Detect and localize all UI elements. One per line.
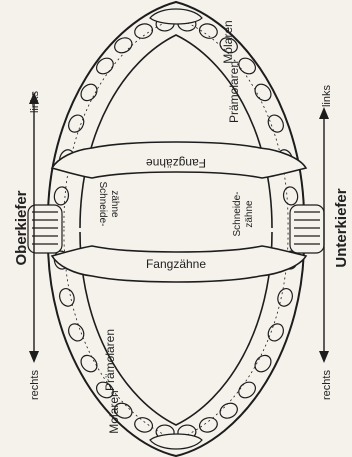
label-premolars-lower: Prämolaren bbox=[103, 329, 117, 391]
tooth-icon bbox=[53, 186, 70, 206]
label-molars-lower: Molaren bbox=[107, 390, 121, 433]
tooth-icon bbox=[282, 186, 299, 206]
tooth-icon bbox=[95, 57, 114, 75]
tooth-icon bbox=[277, 288, 293, 307]
canine-band-lower bbox=[50, 245, 308, 283]
tooth-icon bbox=[114, 37, 133, 54]
upper-jaw-right: rechts bbox=[29, 370, 41, 400]
molar-cap-upper bbox=[149, 8, 203, 25]
incisors-left bbox=[27, 204, 63, 254]
arrow-down-icon bbox=[319, 351, 329, 363]
upper-jaw-title: Oberkiefer bbox=[13, 190, 30, 265]
upper-jaw-left: links bbox=[29, 91, 41, 114]
tooth-icon bbox=[254, 354, 272, 373]
tooth-icon bbox=[95, 381, 114, 399]
label-premolars-upper: Prämolaren bbox=[227, 61, 241, 123]
lower-jaw-right: rechts bbox=[321, 370, 333, 400]
tooth-icon bbox=[267, 323, 284, 342]
arrow-up-icon bbox=[319, 107, 329, 119]
tooth-icon bbox=[198, 23, 218, 39]
tooth-icon bbox=[238, 57, 257, 75]
molar-cap-lower bbox=[149, 433, 203, 450]
canine-band-upper bbox=[50, 141, 308, 179]
upper-arch-outline bbox=[46, 0, 306, 229]
lower-jaw-left: links bbox=[321, 85, 333, 108]
tooth-icon bbox=[238, 381, 257, 399]
tooth-icon bbox=[68, 323, 85, 342]
upper-jaw-axis: Oberkiefer links rechts bbox=[13, 91, 41, 400]
label-incisors-lower-2: zähne bbox=[244, 200, 255, 228]
label-incisors-upper-1: Schneide- bbox=[97, 181, 108, 226]
tooth-icon bbox=[134, 417, 154, 433]
label-canines-upper: Fangzähne bbox=[146, 156, 206, 170]
upper-arch-inner bbox=[79, 34, 273, 229]
lower-jaw-title: Unterkiefer bbox=[333, 188, 350, 267]
tooth-icon bbox=[134, 23, 154, 39]
tooth-icon bbox=[59, 288, 75, 307]
incisors-right bbox=[289, 204, 325, 254]
label-incisors-lower-1: Schneide- bbox=[232, 191, 243, 236]
lower-arch-outline bbox=[46, 231, 306, 457]
label-canines-lower: Fangzähne bbox=[146, 257, 206, 271]
tooth-icon bbox=[267, 114, 284, 133]
tooth-icon bbox=[80, 354, 98, 373]
lower-arch-inner bbox=[79, 231, 273, 426]
label-molars-upper: Molaren bbox=[221, 20, 235, 63]
tooth-icon bbox=[80, 83, 98, 102]
tooth-icon bbox=[254, 83, 272, 102]
tooth-icon bbox=[219, 37, 238, 54]
tooth-icon bbox=[198, 417, 218, 433]
label-incisors-upper-2: zähne bbox=[109, 190, 120, 218]
arrow-up-icon bbox=[29, 92, 39, 104]
tooth-icon bbox=[68, 114, 85, 133]
arrow-down-icon bbox=[29, 351, 39, 363]
lower-jaw-axis: Unterkiefer links rechts bbox=[319, 85, 350, 400]
tooth-icon bbox=[114, 402, 133, 419]
occlusal-line bbox=[63, 17, 289, 441]
tooth-icon bbox=[219, 402, 238, 419]
teeth-outline bbox=[53, 16, 299, 440]
